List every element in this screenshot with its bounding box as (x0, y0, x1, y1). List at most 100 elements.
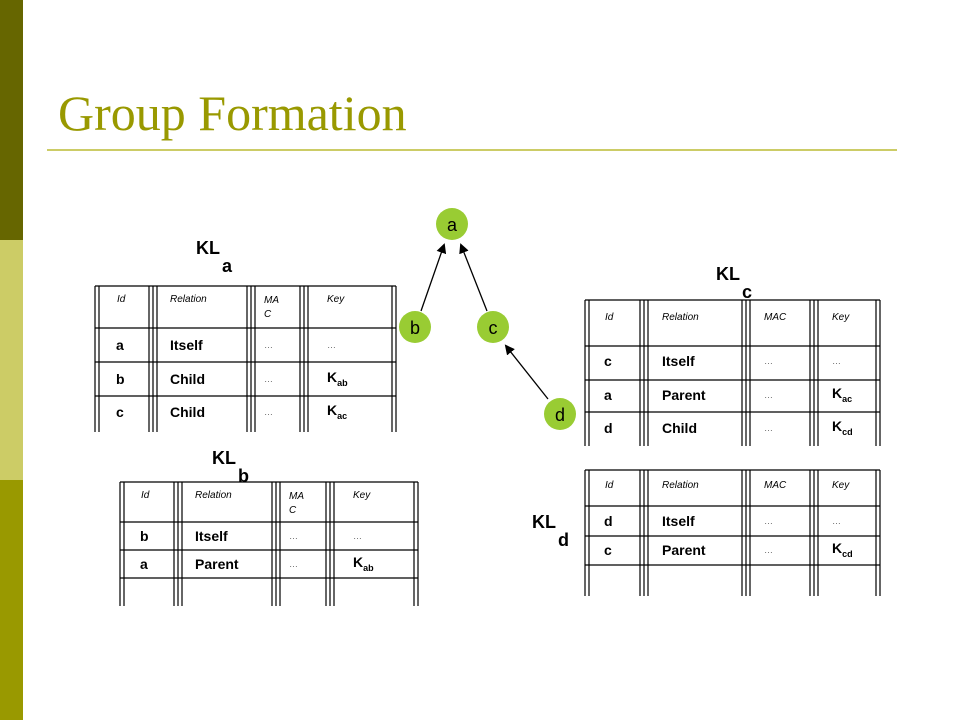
table-cell-relation: Child (662, 420, 697, 436)
title-underline (47, 149, 897, 151)
table-cell-id: d (604, 513, 613, 529)
edge-d-c (504, 344, 549, 400)
kl-d-main: KL (532, 512, 556, 532)
key-main: K (832, 418, 843, 434)
table-header-id: Id (605, 312, 614, 323)
table-kla-grid (94, 285, 397, 432)
table-cell-mac: … (289, 559, 298, 569)
table-header-mac: MA C (289, 491, 304, 516)
table-header-mac: MAC (764, 312, 787, 323)
table-cell-relation: Child (170, 404, 205, 420)
kl-a-sub: a (222, 256, 233, 276)
table-kld-grid (584, 469, 881, 596)
table-header-key: Key (832, 312, 850, 323)
table-cell-mac: … (764, 423, 773, 433)
key-main: K (327, 402, 338, 418)
table-header-relation: Relation (662, 312, 699, 323)
node-d-label: d (555, 405, 565, 425)
table-header-key: Key (353, 490, 371, 501)
table-cell-key: Kab (353, 554, 374, 573)
table-cell-relation: Parent (195, 556, 239, 572)
kl-c-sub: c (742, 282, 753, 302)
slide-title: Group Formation (58, 85, 407, 141)
table-cell-key: … (832, 516, 841, 526)
table-cell-key: … (327, 340, 336, 350)
edge-b-a (420, 243, 447, 312)
kl-b-label: KL b (212, 448, 262, 488)
node-a-label: a (447, 215, 458, 235)
node-c-label: c (489, 318, 498, 338)
node-a (436, 208, 468, 240)
kl-d-label: KL d (532, 512, 582, 552)
key-main: K (353, 554, 364, 570)
kl-a-main: KL (196, 238, 220, 258)
table-header-mac: MAC (764, 480, 787, 491)
key-main: K (327, 369, 338, 385)
table-cell-id: c (604, 353, 612, 369)
table-header-id: Id (117, 294, 126, 305)
table-header-id: Id (605, 480, 614, 491)
kl-b-sub: b (238, 466, 249, 486)
table-cell-relation: Parent (662, 387, 706, 403)
table-cell-relation: Itself (195, 528, 228, 544)
node-b-label: b (410, 318, 420, 338)
table-header-key: Key (832, 480, 850, 491)
table-cell-mac: … (264, 340, 273, 350)
key-subscript: ac (842, 393, 853, 404)
edge-c-a (459, 243, 488, 312)
table-cell-mac: … (764, 545, 773, 555)
table-header-relation: Relation (662, 480, 699, 491)
key-subscript: ac (337, 410, 348, 421)
table-cell-id: d (604, 420, 613, 436)
table-cell-id: b (116, 371, 125, 387)
table-cell-mac: … (764, 516, 773, 526)
table-cell-id: a (140, 556, 148, 572)
kl-b-main: KL (212, 448, 236, 468)
table-klc-grid (584, 299, 881, 446)
sidebar-band-bottom (0, 480, 23, 720)
table-cell-relation: Parent (662, 542, 706, 558)
key-subscript: cd (842, 426, 853, 437)
node-d (544, 398, 576, 430)
table-header-key: Key (327, 294, 345, 305)
key-subscript: ab (337, 377, 348, 388)
slide-sidebar (0, 0, 23, 720)
table-header-relation: Relation (195, 490, 232, 501)
table-cell-mac: … (264, 374, 273, 384)
node-b (399, 311, 431, 343)
table-header-relation: Relation (170, 294, 207, 305)
table-cell-relation: Child (170, 371, 205, 387)
table-cell-mac: … (764, 356, 773, 366)
table-cell-key: Kab (327, 369, 348, 388)
table-cell-id: b (140, 528, 149, 544)
table-cell-mac: … (289, 531, 298, 541)
table-klb-grid (119, 481, 419, 606)
sidebar-band-middle (0, 240, 23, 480)
kl-a-label: KL a (196, 238, 246, 278)
table-header-id: Id (141, 490, 150, 501)
sidebar-band-top (0, 0, 23, 240)
key-subscript: ab (363, 562, 374, 573)
table-cell-relation: Itself (662, 353, 695, 369)
key-subscript: cd (842, 548, 853, 559)
table-header-mac: MA C (264, 295, 279, 320)
key-main: K (832, 540, 843, 556)
table-cell-key: Kcd (832, 540, 853, 559)
key-main: K (832, 385, 843, 401)
table-cell-id: a (604, 387, 612, 403)
kl-c-label: KL c (716, 264, 766, 304)
table-cell-key: Kac (327, 402, 347, 421)
kl-c-main: KL (716, 264, 740, 284)
table-cell-key: Kcd (832, 418, 853, 437)
table-cell-mac: … (264, 407, 273, 417)
kl-d-sub: d (558, 530, 569, 550)
table-cell-key: Kac (832, 385, 852, 404)
node-c (477, 311, 509, 343)
table-cell-id: c (604, 542, 612, 558)
table-cell-id: c (116, 404, 124, 420)
table-cell-id: a (116, 337, 124, 353)
table-cell-relation: Itself (170, 337, 203, 353)
table-cell-relation: Itself (662, 513, 695, 529)
table-cell-key: … (832, 356, 841, 366)
